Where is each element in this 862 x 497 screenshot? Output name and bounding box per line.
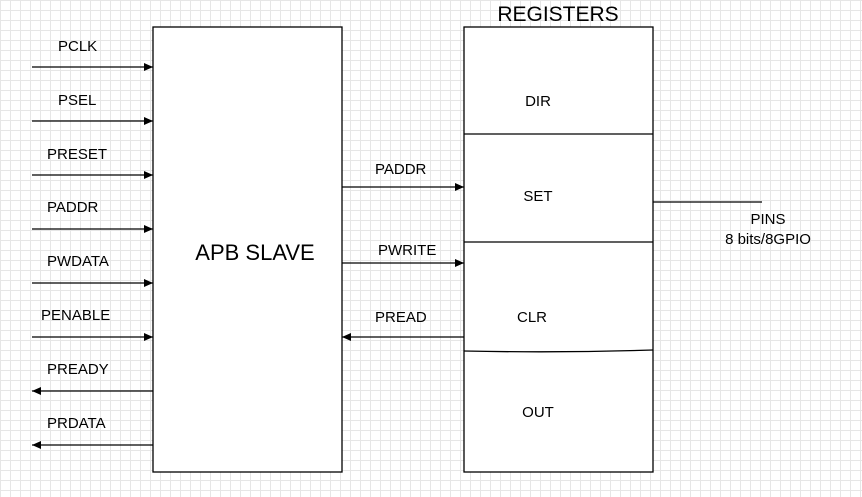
register-clr: CLR — [517, 309, 547, 326]
register-divider-3 — [463, 349, 654, 353]
input-label-paddr: PADDR — [47, 199, 99, 216]
registers-block — [463, 26, 654, 473]
input-label-psel: PSEL — [58, 92, 96, 109]
input-label-penable: PENABLE — [41, 307, 110, 324]
bus-label-paddr: PADDR — [375, 161, 427, 178]
register-set: SET — [523, 188, 552, 205]
output-label-prdata: PRDATA — [47, 415, 106, 432]
apb-slave-block — [152, 26, 343, 473]
output-label-pready: PREADY — [47, 361, 109, 378]
input-label-pclk: PCLK — [58, 38, 97, 55]
input-label-preset: PRESET — [47, 146, 107, 163]
input-label-pwdata: PWDATA — [47, 253, 109, 270]
registers-title: REGISTERS — [497, 3, 618, 26]
register-dir: DIR — [525, 93, 551, 110]
bus-label-pwrite: PWRITE — [378, 242, 436, 259]
pins-sublabel: 8 bits/8GPIO — [725, 231, 811, 248]
apb-slave-label: APB SLAVE — [195, 240, 314, 265]
register-out: OUT — [522, 404, 554, 421]
bus-label-pread: PREAD — [375, 309, 427, 326]
pins-label: PINS — [750, 211, 785, 228]
